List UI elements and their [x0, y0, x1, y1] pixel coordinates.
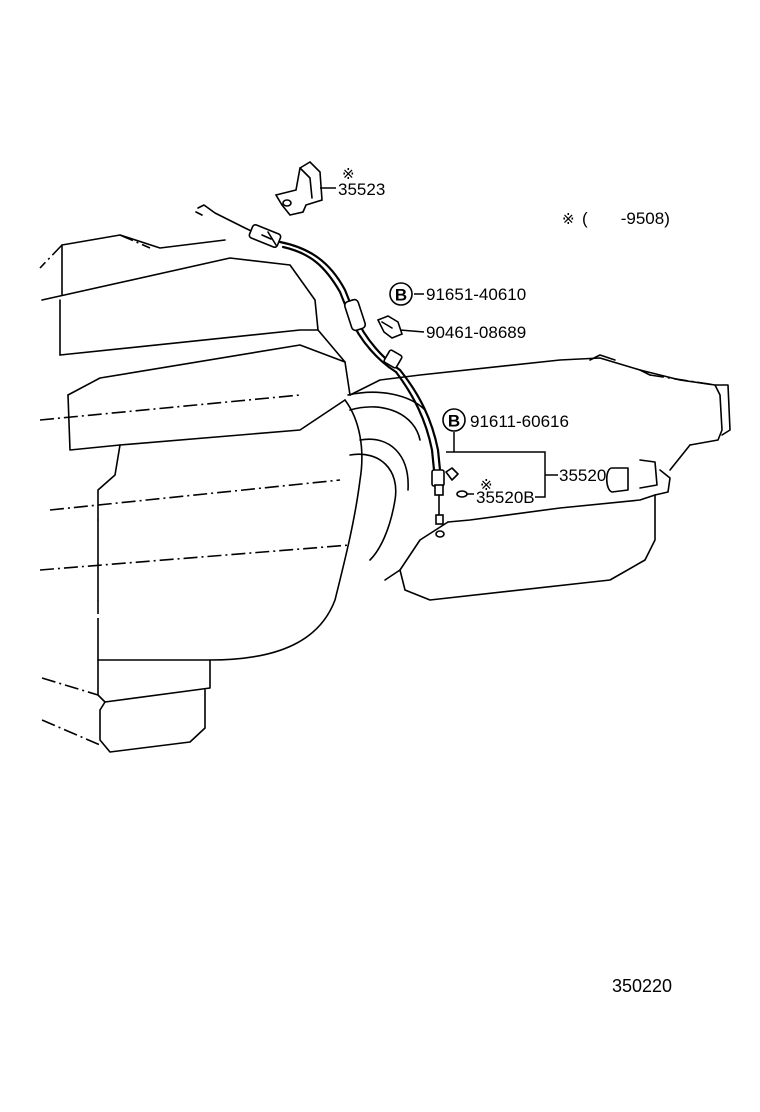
bolt-91611 — [445, 467, 468, 498]
label-35520: 35520 — [559, 466, 606, 485]
label-91611-60616: 91611-60616 — [470, 412, 569, 431]
transmission-housing — [39, 234, 426, 753]
badge-letter: B — [395, 286, 407, 305]
badge-letter: B — [448, 412, 460, 431]
badge-91611: B — [442, 408, 466, 432]
cable-clamp — [376, 315, 403, 339]
extension-housing — [349, 354, 731, 601]
label-91651-40610: 91651-40610 — [426, 285, 526, 304]
badge-91651: B — [389, 282, 413, 306]
throttle-cable — [195, 204, 445, 525]
reference-number: 350220 — [612, 976, 672, 996]
note-mark: ※ — [562, 211, 575, 228]
label-35520B: 35520B — [476, 488, 535, 507]
note-range: ( -9508) — [582, 209, 670, 228]
mark-35520B: ※ — [480, 477, 493, 494]
cable-bracket-35523 — [274, 160, 323, 216]
label-90461-08689: 90461-08689 — [426, 323, 526, 342]
label-35523: 35523 — [338, 180, 385, 199]
mark-35523: ※ — [342, 166, 355, 183]
leader-lines — [320, 187, 558, 498]
